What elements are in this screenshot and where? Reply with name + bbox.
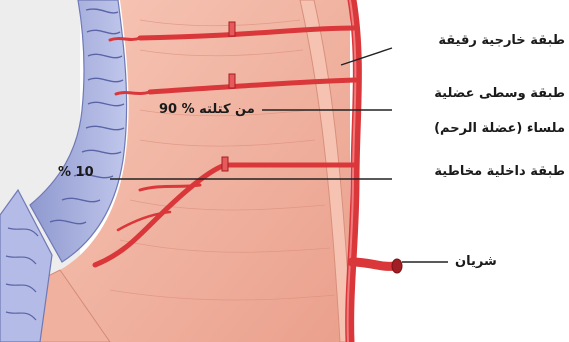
label-middle-layer-sub: ملساء (عضلة الرحم)	[434, 121, 565, 136]
label-internal-percent: % 10	[58, 165, 94, 180]
label-internal-layer: طبقة داخلية مخاطية	[434, 164, 565, 179]
label-middle-percent: 90 % من كتلته	[159, 102, 255, 117]
artery-cut-end	[392, 259, 402, 273]
label-artery: شريان	[455, 254, 497, 269]
label-external-layer: طبقة خارجية رقيقة	[438, 33, 565, 48]
label-middle-layer: طبقة وسطى عضلية	[434, 86, 565, 101]
artery-branch-right	[352, 262, 395, 266]
